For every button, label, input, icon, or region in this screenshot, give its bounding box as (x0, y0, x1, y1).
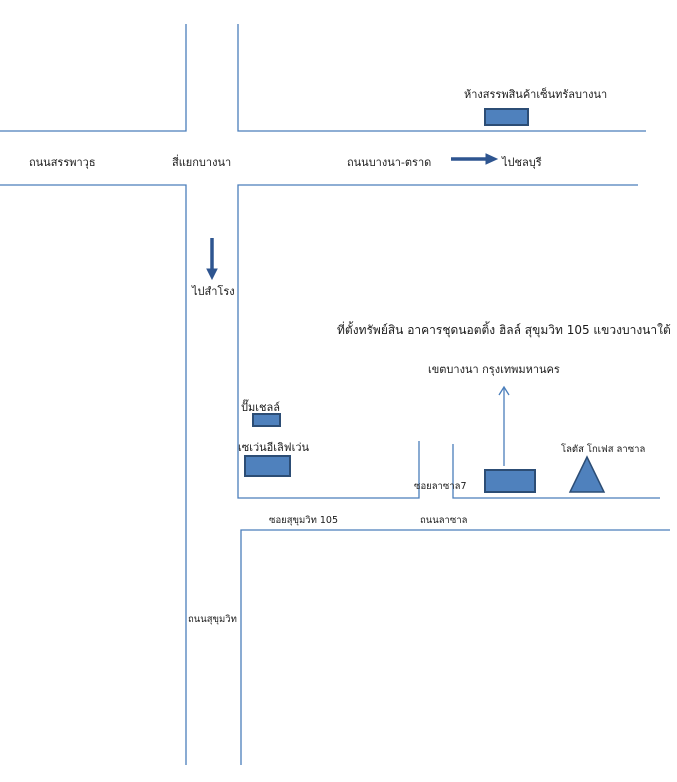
district-label: เขตบางนา กรุงเทพมหานคร (428, 363, 560, 376)
road-edge (237, 24, 646, 132)
arrow-right-icon (451, 153, 499, 165)
shell-station-label: ปั๊มเชลล์ (241, 399, 280, 414)
property-location-label: ที่ตั้งทรัพย์สิน อาคารชุดนอตติ้ง ฮิลล์ ส… (337, 321, 671, 338)
central-bangna-marker (484, 108, 529, 126)
road-label-sanphawut: ถนนสรรพาวุธ (29, 156, 96, 169)
road-label-sukhumvit: ถนนสุขุมวิท (188, 614, 237, 625)
arrow-up-icon (498, 385, 510, 466)
road-network (0, 24, 670, 765)
road-edge (240, 529, 670, 765)
road-edge (0, 24, 187, 132)
seven-eleven-marker (244, 455, 291, 477)
seven-eleven-label: เซเว่นอีเลิฟเว่น (238, 441, 310, 454)
direction-label-chonburi: ไปชลบุรี (501, 156, 542, 169)
central-bangna-label: ห้างสรรพสินค้าเซ็นทรัลบางนา (464, 87, 607, 101)
soi-sukhumvit105-label: ซอยสุขุมวิท 105 (269, 515, 338, 526)
direction-label-samrong: ไปสำโรง (191, 284, 235, 298)
shell-station-marker (252, 413, 281, 427)
lotus-label: โลตัส โกเฟส ลาซาล (561, 443, 645, 455)
road-label-bangna-trat: ถนนบางนา-ตราด (347, 156, 431, 169)
road-label-lasalle: ถนนลาซาล (420, 515, 468, 526)
triangle-icon (568, 455, 606, 493)
arrow-down-icon (206, 238, 218, 281)
soi-lasalle7-label: ซอยลาซาล7 (414, 481, 467, 492)
property-building-marker (484, 469, 536, 493)
road-edge (0, 184, 187, 765)
road-edge (237, 184, 638, 499)
road-edge (452, 444, 660, 499)
intersection-label: สี่แยกบางนา (172, 154, 231, 169)
